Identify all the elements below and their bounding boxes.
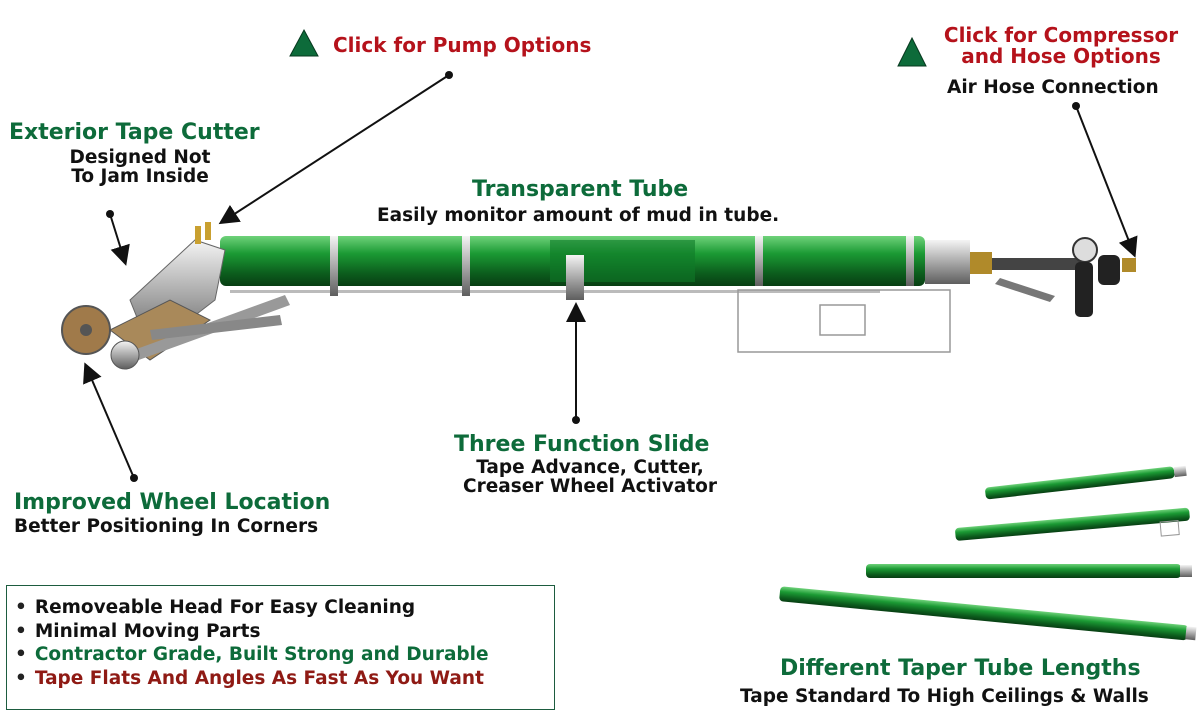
slide-line-1: Tape Advance, Cutter, <box>476 457 704 478</box>
slide-line-2: Creaser Wheel Activator <box>463 476 717 498</box>
cutter-line-2: To Jam Inside <box>71 166 209 188</box>
compressor-link-line1[interactable]: Click for Compressor <box>943 23 1179 47</box>
air-hose-label: Air Hose Connection <box>947 77 1159 98</box>
feature-item: •Removeable Head For Easy Cleaning <box>15 597 416 618</box>
cutter-line-1: Designed Not <box>69 147 211 168</box>
feature-item: •Tape Flats And Angles As Fast As You Wa… <box>15 667 484 689</box>
compressor-options-link[interactable]: Click for Compressor and Hose Options <box>930 25 1192 67</box>
features-box: •Removeable Head For Easy Cleaning •Mini… <box>6 585 555 710</box>
tube-title: Transparent Tube <box>472 177 689 202</box>
main-taper-tube <box>220 236 992 353</box>
lengths-title: Different Taper Tube Lengths <box>780 656 1141 681</box>
triangle-icon <box>289 28 319 57</box>
pump-options-link[interactable]: Click for Pump Options <box>333 33 592 57</box>
tube-lengths-group <box>779 465 1197 641</box>
compressor-link-line2[interactable]: and Hose Options <box>961 44 1161 68</box>
air-hose-fitting <box>992 237 1136 317</box>
slide-title: Three Function Slide <box>454 432 710 457</box>
wheel-title: Improved Wheel Location <box>14 490 331 515</box>
feature-item: •Minimal Moving Parts <box>15 620 261 642</box>
slide-description: Tape Advance, Cutter, Creaser Wheel Acti… <box>440 458 740 497</box>
cutter-title: Exterior Tape Cutter <box>9 120 260 145</box>
cutter-description: Designed Not To Jam Inside <box>40 148 240 187</box>
triangle-icon <box>897 36 927 67</box>
head-assembly <box>61 222 290 370</box>
tube-description: Easily monitor amount of mud in tube. <box>377 205 780 226</box>
wheel-description: Better Positioning In Corners <box>14 516 319 537</box>
feature-item: •Contractor Grade, Built Strong and Dura… <box>15 644 489 665</box>
callout-pointers <box>83 74 1138 479</box>
lengths-description: Tape Standard To High Ceilings & Walls <box>740 686 1149 707</box>
